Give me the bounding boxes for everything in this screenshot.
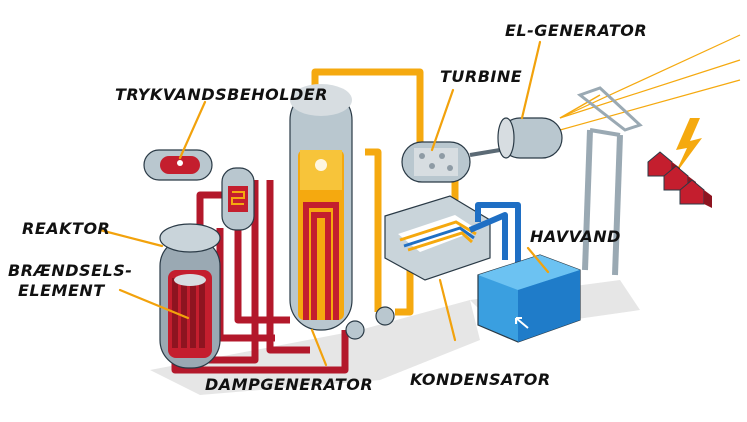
feedwater-pipe — [365, 148, 382, 312]
pump-icon — [375, 306, 395, 326]
steam-generator-label: DAMPGENERATOR — [205, 375, 373, 394]
sea-water-pipes — [468, 202, 521, 270]
condenser — [384, 195, 491, 281]
heat-exchanger — [221, 167, 255, 231]
reactor-label: REAKTOR — [22, 219, 110, 238]
pressurizer — [143, 149, 213, 181]
pressurizer-label: TRYKVANDSBEHOLDER — [115, 85, 328, 104]
steam-generator — [289, 84, 353, 331]
condenser-label: KONDENSATOR — [410, 370, 551, 389]
houses-icon — [647, 151, 712, 208]
reactor-vessel — [159, 223, 221, 369]
turbine — [401, 141, 501, 183]
electric-generator — [497, 117, 563, 159]
fuel-element-label-1: BRÆNDSELS- — [8, 261, 132, 280]
el-generator-label: EL-GENERATOR — [505, 21, 647, 40]
pump-icon — [345, 320, 365, 340]
sea-water-tank — [477, 254, 581, 343]
sea-water-label: HAVVAND — [530, 227, 621, 246]
fuel-element-label-2: ELEMENT — [18, 281, 105, 300]
label-leaders — [98, 40, 550, 367]
lightning-icon — [674, 118, 702, 176]
feedwater-return-pipe — [395, 262, 414, 316]
turbine-label: TURBINE — [440, 67, 522, 86]
power-lines — [559, 34, 741, 276]
